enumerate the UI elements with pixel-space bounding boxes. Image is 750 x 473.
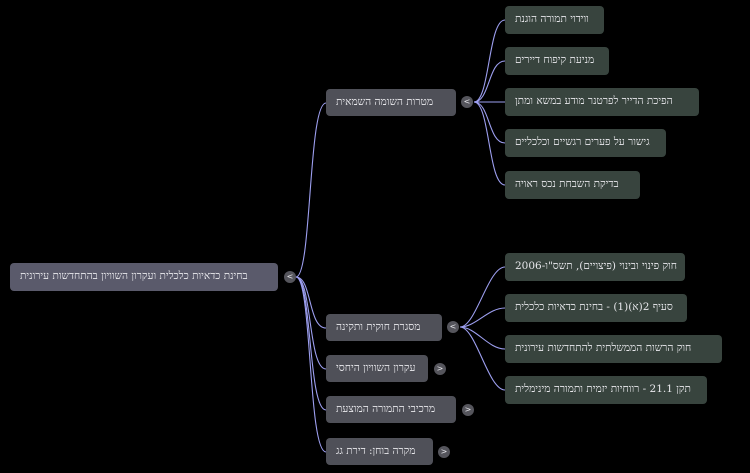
branch-equality-label: עקרון השוויון היחסי	[336, 361, 416, 374]
branch-legal-label: מסגרת חוקית ותקינה	[336, 320, 421, 333]
leaf-goals-2[interactable]: מניעת קיפוח דיירים	[505, 47, 609, 75]
branch-case-study[interactable]: מקרה בוחן: דירת גג	[326, 438, 433, 465]
leaf-legal-4-label: תקן 21.1 - רווחיות יזמית ותמורה מינימלית	[515, 383, 691, 396]
leaf-legal-3[interactable]: חוק הרשות הממשלתית להתחדשות עירונית	[505, 335, 722, 363]
edge-goals-4	[473, 101, 506, 144]
branch-goals[interactable]: מטרות השומה השמאית	[326, 89, 456, 116]
edge-root-legal	[295, 276, 327, 329]
branch-equality-toggle[interactable]: >	[434, 363, 446, 375]
branch-case-study-toggle[interactable]: >	[438, 446, 450, 458]
edge-legal-4	[459, 326, 506, 391]
branch-equality[interactable]: עקרון השוויון היחסי	[326, 355, 428, 382]
branch-legal[interactable]: מסגרת חוקית ותקינה	[326, 314, 442, 341]
branch-case-study-label: מקרה בוחן: דירת גג	[336, 444, 416, 457]
edge-goals-2	[473, 60, 506, 103]
branch-goals-toggle[interactable]: <	[461, 96, 473, 108]
leaf-goals-1[interactable]: ווידוי תמורה הוגנת	[505, 6, 604, 34]
branch-components-label: מרכיבי התמורה המוצעת	[336, 402, 436, 415]
leaf-goals-3-label: הפיכת הדייר לפרטנר מודע במשא ומתן	[515, 95, 673, 108]
leaf-goals-4[interactable]: גישור על פערים רגשיים וכלכליים	[505, 129, 666, 157]
leaf-goals-3[interactable]: הפיכת הדייר לפרטנר מודע במשא ומתן	[505, 88, 699, 116]
leaf-goals-1-label: ווידוי תמורה הוגנת	[515, 13, 589, 26]
edge-legal-1	[459, 266, 506, 328]
leaf-legal-3-label: חוק הרשות הממשלתית להתחדשות עירונית	[515, 342, 692, 355]
leaf-legal-2[interactable]: סעיף 2(א)(1) - בחינת כדאיות כלכלית	[505, 294, 687, 322]
leaf-goals-5-label: בדיקת השבחת נכס ראויה	[515, 178, 619, 191]
edge-root-components	[295, 276, 327, 411]
branch-goals-label: מטרות השומה השמאית	[336, 95, 434, 108]
edge-goals-1	[473, 19, 506, 103]
branch-components[interactable]: מרכיבי התמורה המוצעת	[326, 396, 456, 423]
edge-goals-5	[473, 101, 506, 186]
edge-legal-2	[459, 307, 506, 328]
leaf-legal-1[interactable]: חוק פינוי ובינוי (פיצויים), תשס"ו-2006	[505, 253, 685, 281]
edge-root-case	[295, 276, 327, 453]
leaf-legal-4[interactable]: תקן 21.1 - רווחיות יזמית ותמורה מינימלית	[505, 376, 707, 404]
leaf-goals-2-label: מניעת קיפוח דיירים	[515, 54, 595, 67]
root-collapse-toggle[interactable]: <	[284, 271, 296, 283]
edge-root-goals	[295, 102, 327, 278]
branch-components-toggle[interactable]: >	[462, 404, 474, 416]
root-node[interactable]: בחינת כדאיות כלכלית ועקרון השוויון בהתחד…	[10, 263, 278, 291]
root-node-label: בחינת כדאיות כלכלית ועקרון השוויון בהתחד…	[20, 270, 248, 283]
leaf-goals-5[interactable]: בדיקת השבחת נכס ראויה	[505, 171, 640, 199]
leaf-legal-1-label: חוק פינוי ובינוי (פיצויים), תשס"ו-2006	[515, 260, 677, 273]
leaf-legal-2-label: סעיף 2(א)(1) - בחינת כדאיות כלכלית	[515, 301, 673, 314]
leaf-goals-4-label: גישור על פערים רגשיים וכלכליים	[515, 136, 650, 149]
branch-legal-toggle[interactable]: <	[447, 321, 459, 333]
